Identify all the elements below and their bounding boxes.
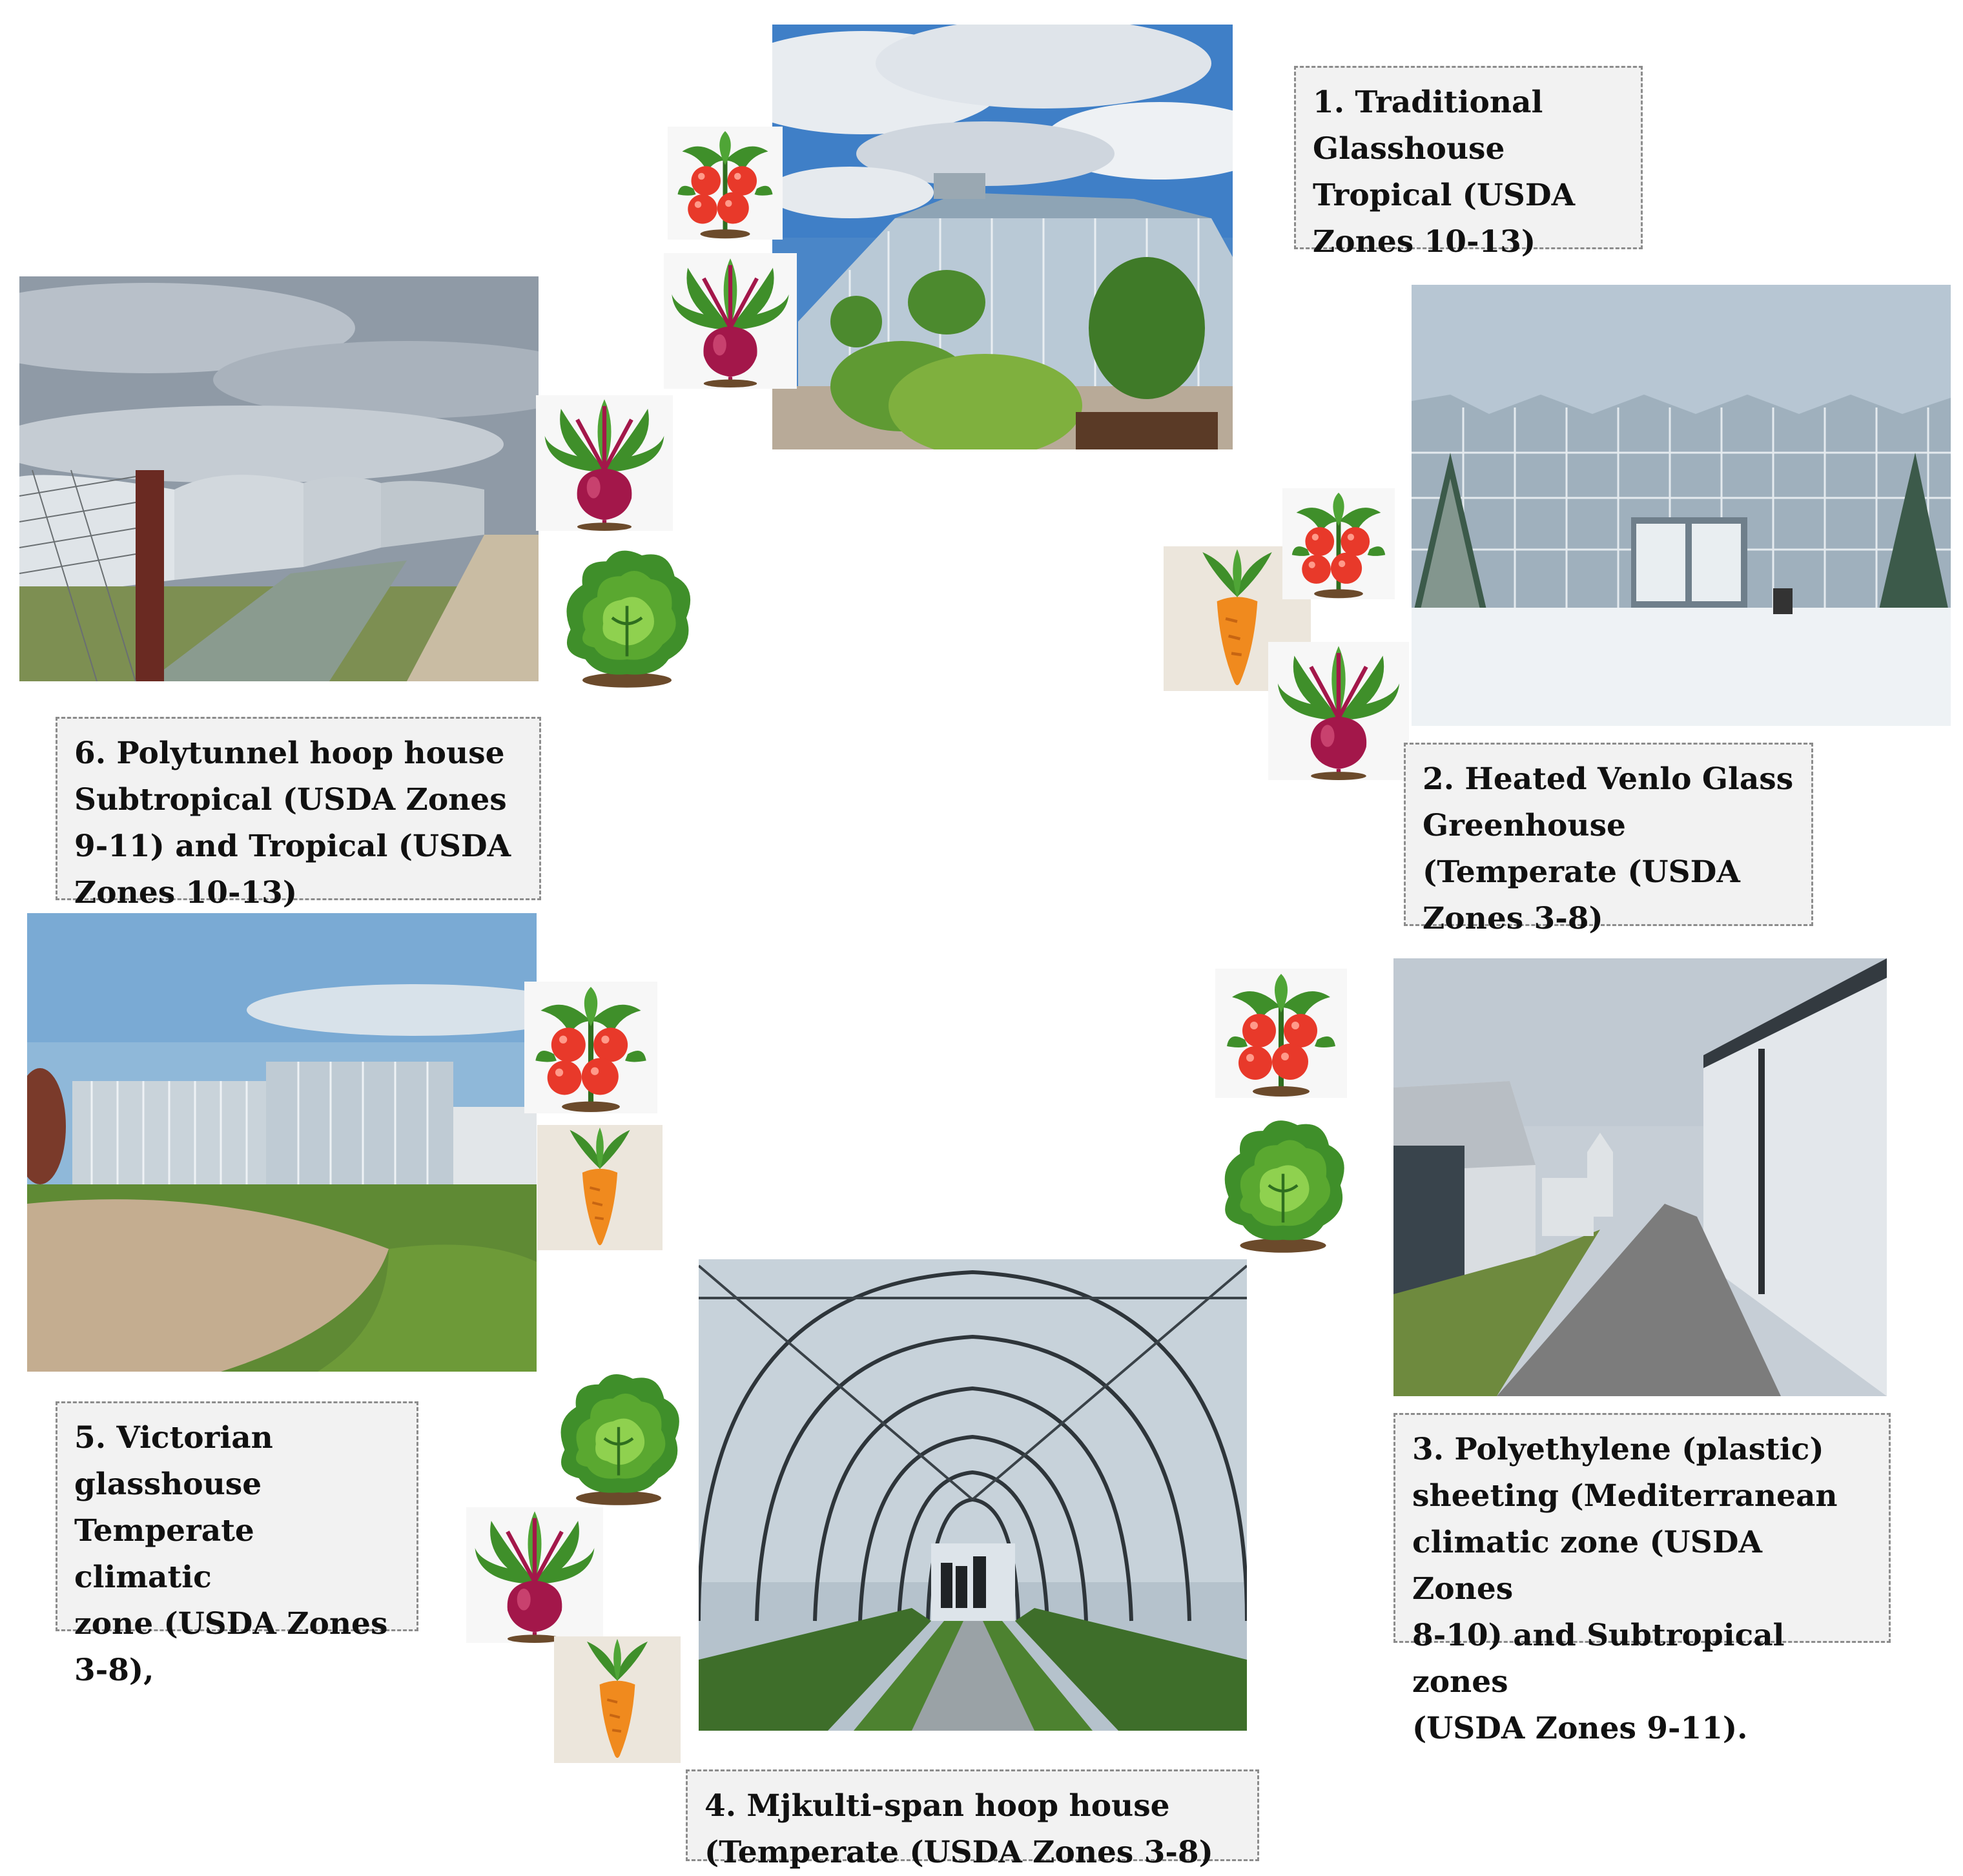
lettuce-icon: [553, 540, 701, 690]
tomato-icon: [524, 982, 657, 1113]
tomato-icon: [1282, 488, 1395, 599]
photo-heated-venlo-greenhouse: [1412, 285, 1951, 726]
label-multi-span-hoop-house: 4. Mjkulti-span hoop house (Temperate (U…: [686, 1769, 1259, 1870]
beetroot-icon: [466, 1507, 603, 1643]
beetroot-icon: [536, 395, 673, 531]
label-polyethylene-sheeting: 3. Polyethylene (plastic) sheeting (Medi…: [1393, 1413, 1891, 1746]
beetroot-icon: [664, 253, 797, 389]
photo-polytunnel-hoop-house: [19, 276, 539, 681]
lettuce-icon: [1211, 1111, 1355, 1254]
photo-traditional-glasshouse: [772, 25, 1233, 449]
lettuce-icon: [548, 1363, 690, 1509]
label-heated-venlo-greenhouse: 2. Heated Venlo Glass Greenhouse (Temper…: [1404, 743, 1813, 936]
label-victorian-glasshouse: 5. Victorian glasshouse Temperate climat…: [56, 1401, 418, 1688]
carrot-icon: [537, 1125, 663, 1250]
tomato-icon: [1215, 969, 1347, 1098]
carrot-icon: [554, 1636, 681, 1763]
label-traditional-glasshouse: 1. Traditional Glasshouse Tropical (USDA…: [1294, 66, 1643, 260]
label-polytunnel-hoop-house: 6. Polytunnel hoop house Subtropical (US…: [56, 717, 541, 911]
beetroot-icon: [1268, 642, 1409, 780]
photo-polyethylene-sheeting: [1393, 958, 1887, 1396]
photo-multi-span-hoop-house: [699, 1259, 1247, 1731]
photo-victorian-glasshouse: [27, 913, 537, 1372]
tomato-icon: [668, 127, 783, 240]
